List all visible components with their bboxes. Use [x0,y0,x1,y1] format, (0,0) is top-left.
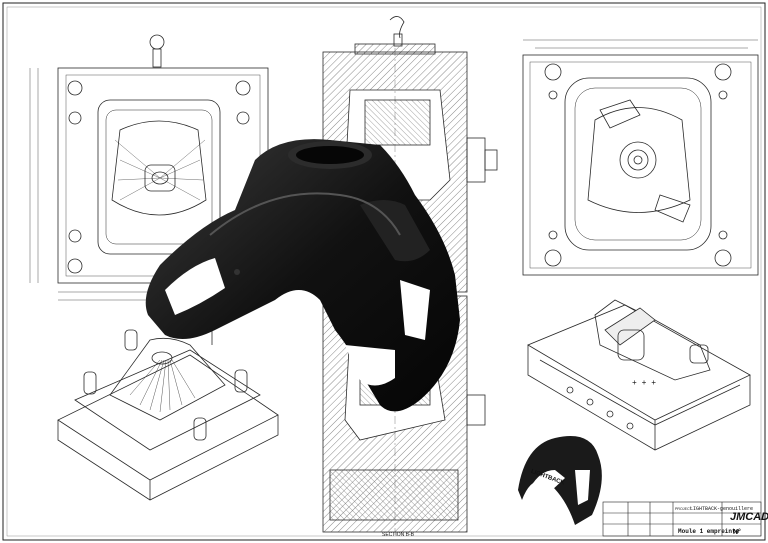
top-right-plan-view [522,39,759,276]
small-product-render: LIGHTBACK [518,436,602,525]
project-prefix: PROJECT [675,507,693,511]
project-name: LIGHTBACK-genouillere [690,506,753,512]
svg-text:+ + +: + + + [632,379,656,388]
company-logo: JMCAD [730,511,768,523]
bottom-right-isometric-view: + + + [527,299,751,451]
part-title: Moule 1 empreinte [678,528,740,535]
title-block [602,501,762,537]
knee-pad-part-render [145,139,460,412]
section-label: SECTION B-B [382,532,415,538]
sheet-number-label: N° [733,528,741,536]
bottom-left-isometric-view [57,318,279,501]
